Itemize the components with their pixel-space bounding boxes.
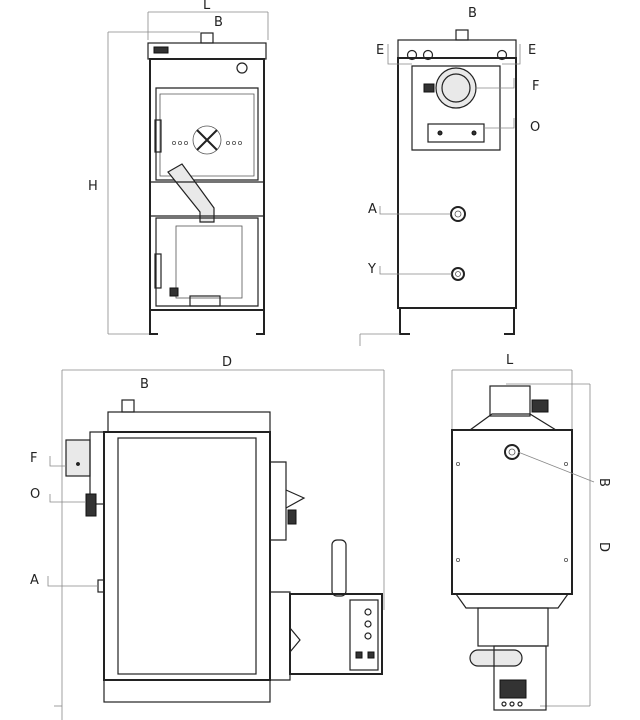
back-o-label: O: [530, 120, 540, 135]
side-burner-control-panel: [349, 599, 379, 671]
side-view: D B F O A: [30, 355, 385, 720]
side-flue-label: B: [140, 377, 149, 392]
top-depth-label: D: [596, 542, 611, 552]
front-view: L B H: [88, 0, 269, 335]
back-top-cap: [397, 39, 517, 59]
side-f-label: F: [30, 451, 37, 466]
back-e-right-label: E: [528, 43, 536, 58]
side-base: [103, 679, 271, 703]
front-legs: [149, 310, 265, 335]
front-body: [149, 58, 265, 311]
side-body: [103, 431, 271, 681]
top-burner-body: [477, 607, 549, 647]
back-legs: [399, 308, 515, 335]
front-width-label: L: [203, 0, 211, 13]
top-flue-outlet-b: [504, 444, 520, 460]
back-body: [397, 57, 517, 309]
back-f-label: F: [532, 79, 539, 94]
top-width-label: L: [506, 353, 514, 368]
top-burner-housing: [493, 645, 547, 711]
side-upper-door-handle: [285, 489, 306, 509]
side-o-label: O: [30, 487, 40, 502]
side-flue-collar-f: [65, 439, 91, 477]
back-connection-a: [450, 206, 466, 222]
side-panel: [117, 437, 257, 675]
front-flue-label: B: [214, 15, 223, 30]
top-body: [451, 429, 573, 595]
side-burner-unit: [289, 593, 383, 675]
side-a-label: A: [30, 573, 39, 588]
front-lower-latch: [169, 287, 179, 297]
front-flue-outlet: [200, 32, 214, 44]
side-flue-outlet: [121, 399, 135, 413]
top-burner-display: [499, 679, 527, 699]
back-connection-e-right: [496, 49, 508, 61]
side-pellet-feed-pipe: [331, 539, 347, 597]
side-top-cap: [107, 411, 271, 433]
back-cleaning-port-o: [427, 123, 485, 143]
back-view: B E E F O A Y: [359, 6, 540, 346]
side-cleaning-port-o: [85, 493, 97, 517]
back-flue-housing: [411, 65, 501, 151]
side-upper-door: [269, 461, 287, 541]
side-lower-door-handle: [289, 627, 301, 653]
top-view: L B D: [451, 353, 611, 711]
front-upper-door: [155, 87, 259, 181]
front-thermometer: [236, 62, 248, 74]
top-pellet-feed-pipe: [469, 649, 523, 667]
top-flue-label: B: [596, 478, 611, 487]
back-y-label: Y: [367, 262, 376, 277]
side-lower-door: [269, 591, 291, 681]
back-flue-label: B: [468, 6, 477, 21]
back-a-label: A: [368, 202, 377, 217]
front-upper-door-hinge: [154, 119, 162, 153]
side-depth-label: D: [222, 355, 232, 370]
back-connection-e-left: [406, 49, 418, 61]
front-inspection-grate: [171, 125, 242, 155]
front-ash-pan: [175, 225, 243, 299]
back-connection-y: [451, 267, 465, 281]
top-flue-housing: [489, 385, 531, 417]
back-e-left-label: E: [376, 43, 384, 58]
front-height-label: H: [88, 179, 98, 194]
front-lower-door: [155, 217, 259, 307]
front-lower-door-hinge: [154, 253, 162, 289]
front-feed-pipe: [167, 163, 215, 223]
front-control-badge: [153, 46, 169, 54]
back-flue-outlet: [455, 29, 469, 41]
